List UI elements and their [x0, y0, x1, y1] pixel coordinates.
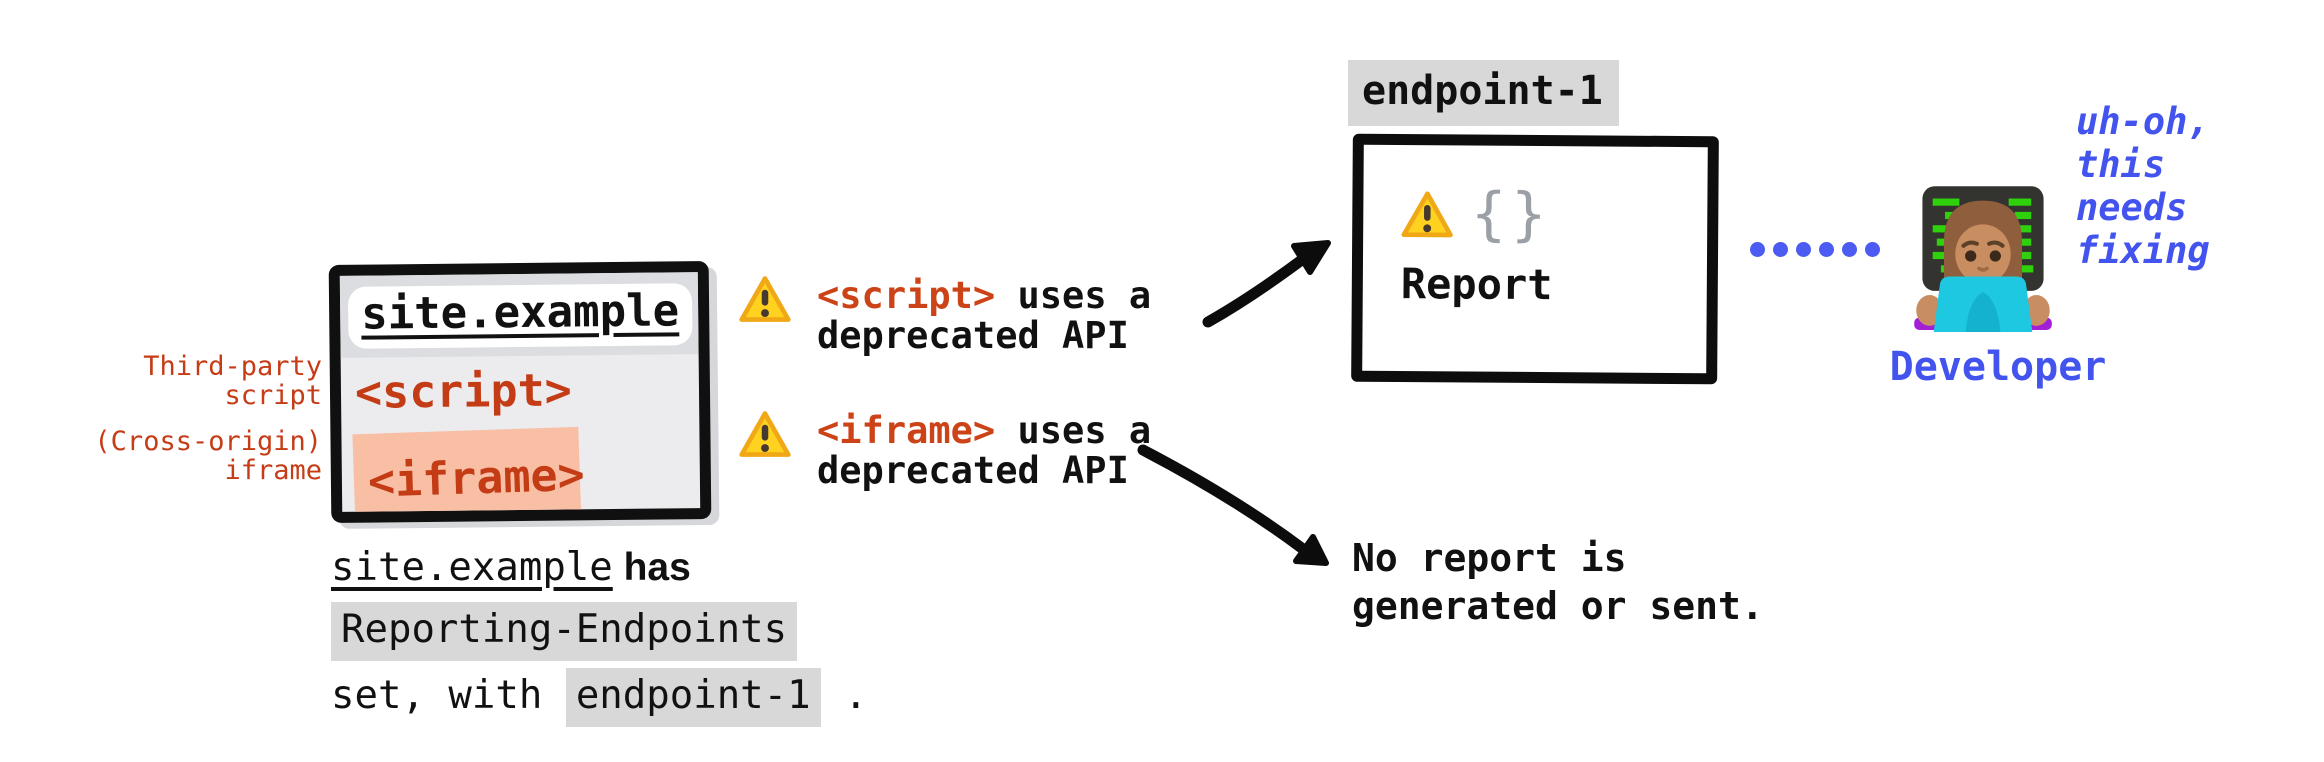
third-party-script-label: Third-party script — [143, 351, 322, 411]
caption-endpoint-code: endpoint-1 — [565, 668, 821, 727]
warning-line-1: <script> uses a — [817, 276, 1151, 316]
caption-period: . — [820, 673, 868, 718]
warning-line-2: deprecated API — [817, 314, 1129, 357]
dot — [1819, 242, 1834, 257]
site-window-body: <script> <iframe> — [341, 354, 701, 523]
caption-line-2: Reporting-Endpoints — [331, 602, 868, 661]
warning-row-script: <script> uses a deprecated API — [737, 270, 1151, 356]
developer-thought: uh-oh, this needs fixing — [2076, 100, 2210, 272]
caption-site: site.example — [331, 545, 613, 590]
no-report-text: No report is generated or sent. — [1352, 536, 1764, 628]
warning-icon — [739, 411, 791, 457]
iframe-tag: <iframe> — [367, 446, 586, 508]
dot — [1750, 242, 1765, 257]
site-window: site.example <script> <iframe> — [328, 261, 712, 523]
script-tag: <script> — [354, 363, 573, 419]
caption-set-with: set, with — [331, 673, 566, 718]
address-bar: site.example — [339, 272, 699, 358]
site-address: site.example — [360, 285, 680, 340]
address-pill: site.example — [347, 283, 693, 349]
cross-origin-iframe-label: (Cross-origin) iframe — [94, 426, 322, 486]
dot — [1773, 242, 1788, 257]
warning-line-1: <iframe> uses a — [817, 411, 1151, 451]
dotted-connector — [1750, 242, 1880, 257]
report-label: Report — [1400, 259, 1553, 310]
endpoint-label: endpoint-1 — [1348, 60, 1619, 126]
arrow-script-to-endpoint — [1202, 240, 1331, 328]
developer-label: Developer — [1889, 344, 2107, 390]
caption-reporting-endpoints-code: Reporting-Endpoints — [331, 602, 798, 661]
arrow-iframe-to-no-report — [1137, 444, 1329, 566]
warning-icon — [1401, 191, 1453, 238]
endpoint-box: {} Report — [1351, 133, 1719, 385]
warning-text: <iframe> uses a deprecated API — [817, 405, 1151, 491]
caption-has: has — [612, 546, 691, 589]
warning-suffix: uses a — [995, 409, 1152, 452]
warning-text: <script> uses a deprecated API — [817, 270, 1151, 356]
iframe-highlight: <iframe> — [352, 426, 585, 523]
json-braces-icon: {} — [1471, 179, 1552, 249]
warning-line-2: deprecated API — [817, 449, 1129, 492]
caption-line-3: set, with endpoint-1 . — [331, 668, 868, 727]
dot — [1865, 242, 1880, 257]
dot — [1796, 242, 1811, 257]
dot — [1842, 242, 1857, 257]
warning-suffix: uses a — [995, 274, 1152, 317]
warning-icon — [739, 276, 791, 322]
warning-tag: <iframe> — [817, 409, 996, 452]
warning-tag: <script> — [817, 274, 996, 317]
developer-emoji — [1914, 186, 2052, 332]
caption: site.example has Reporting-Endpoints set… — [331, 540, 868, 727]
warning-row-iframe: <iframe> uses a deprecated API — [737, 405, 1151, 491]
caption-line-1: site.example has — [331, 540, 868, 596]
